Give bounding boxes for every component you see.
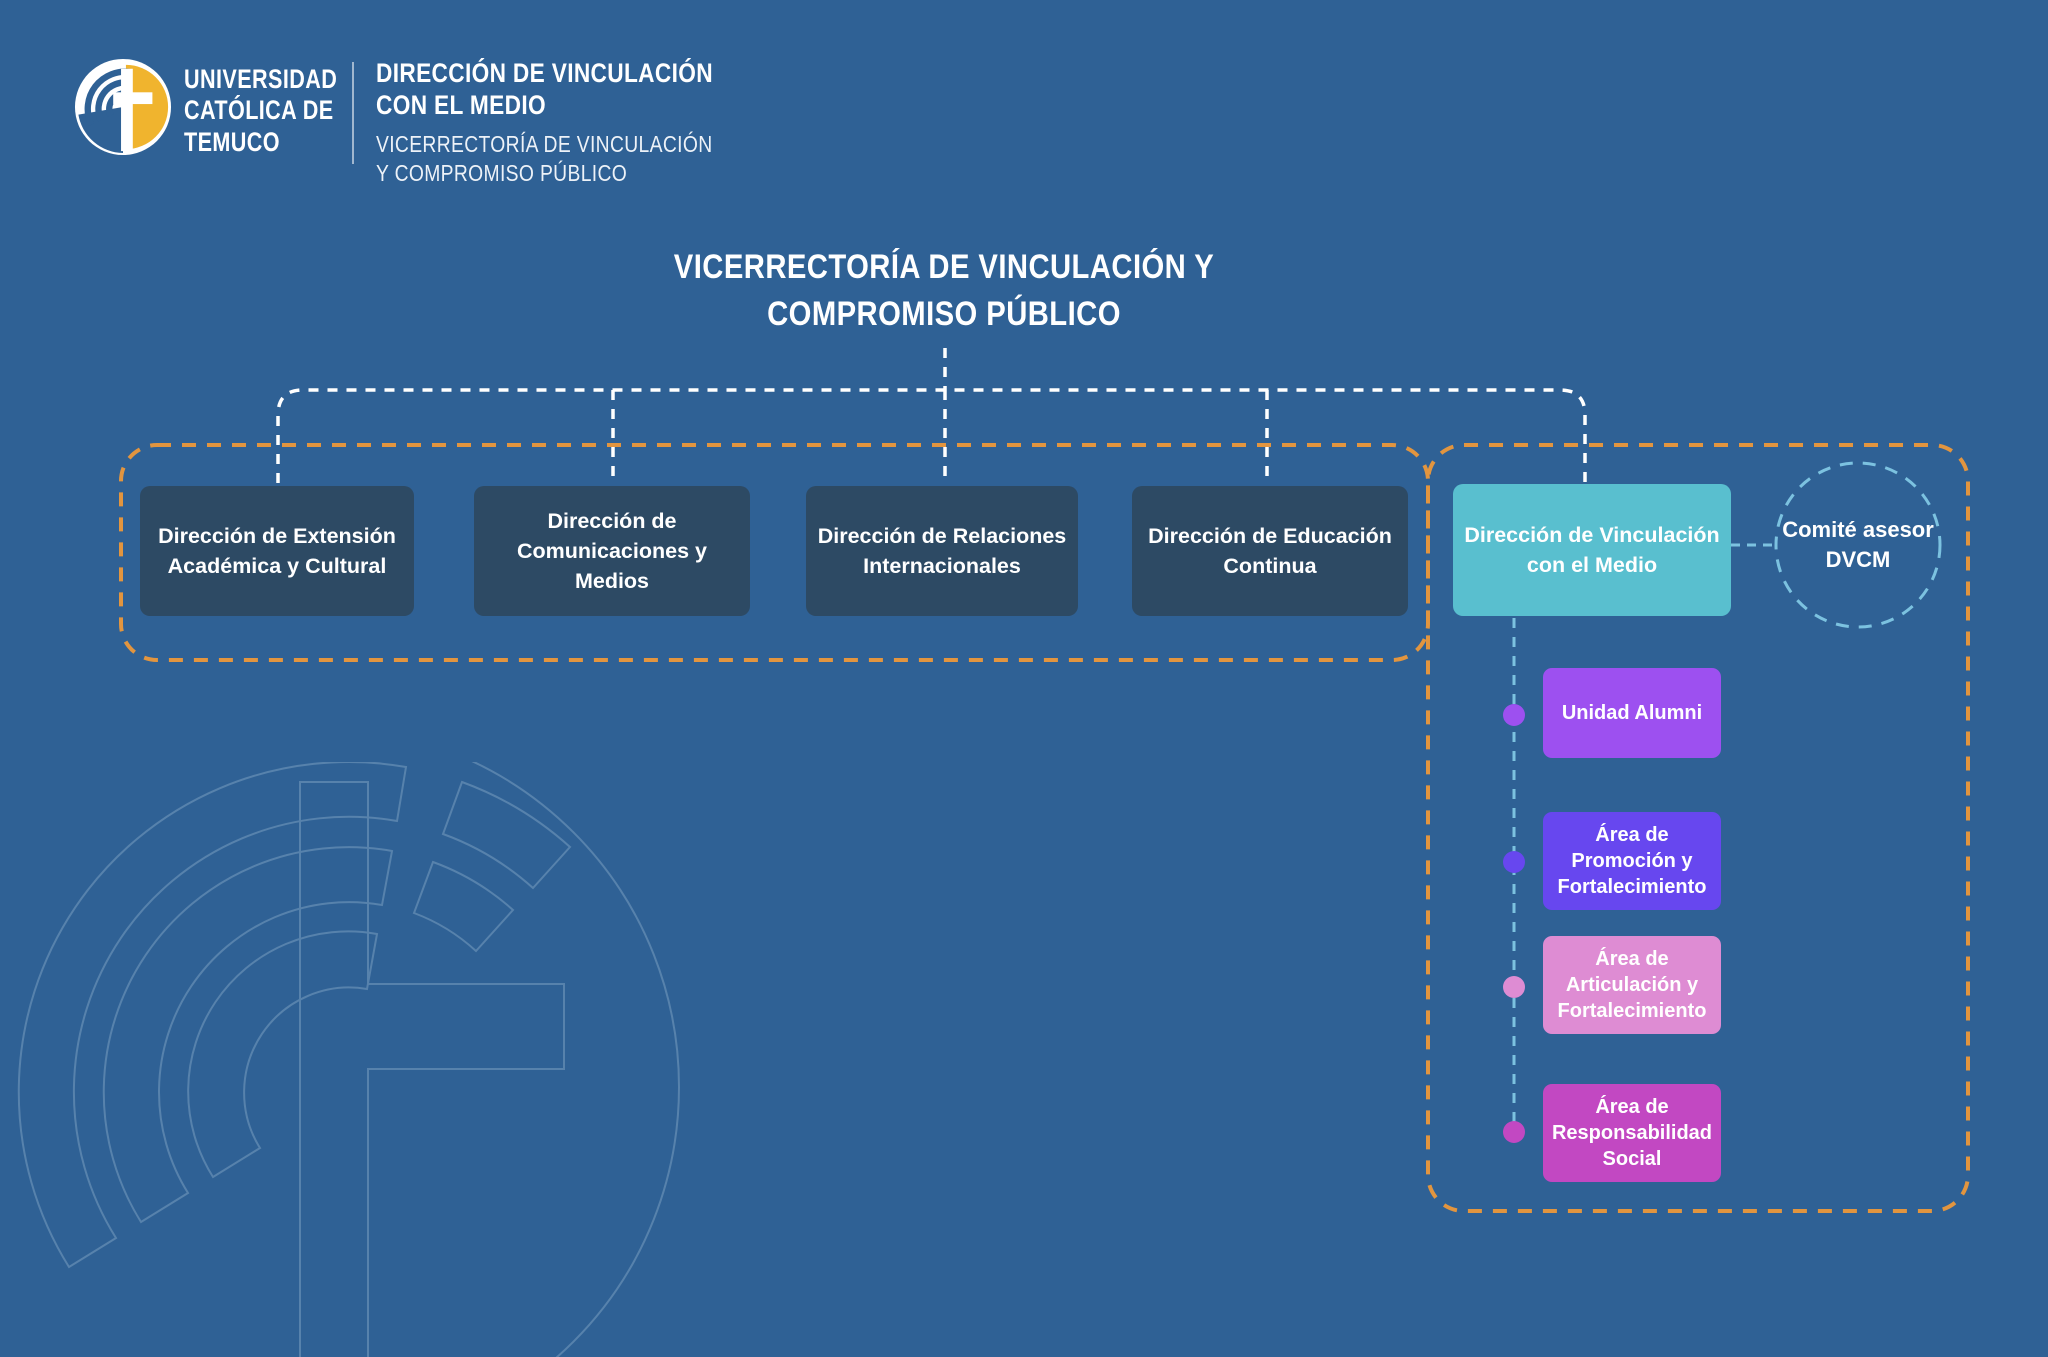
unit-dot-responsabilidad — [1503, 1121, 1525, 1143]
node-unidad-alumni: Unidad Alumni — [1543, 668, 1721, 758]
node-area-promocion: Área de Promoción y Fortalecimiento — [1543, 812, 1721, 910]
dvcm-group-outline — [1426, 443, 1970, 1213]
uct-logo-icon — [74, 58, 172, 156]
header-department-title: DIRECCIÓN DE VINCULACIÓN CON EL MEDIO — [376, 58, 713, 120]
unit-dot-alumni — [1503, 704, 1525, 726]
header-department-subtitle: VICERRECTORÍA DE VINCULACIÓN Y COMPROMIS… — [376, 130, 713, 186]
university-name: UNIVERSIDAD CATÓLICA DE TEMUCO — [184, 64, 338, 157]
node-direccion-relaciones: Dirección de Relaciones Internacionales — [806, 486, 1078, 616]
node-area-responsabilidad: Área de Responsabilidad Social — [1543, 1084, 1721, 1182]
node-direccion-comunicaciones: Dirección de Comunicaciones y Medios — [474, 486, 750, 616]
directions-group-outline — [119, 443, 1430, 662]
node-direccion-vinculacion: Dirección de Vinculación con el Medio — [1453, 484, 1731, 616]
advisory-circle-outline — [1774, 461, 1942, 629]
white-tree-connector — [276, 348, 1587, 483]
node-direccion-extension: Dirección de Extensión Académica y Cultu… — [140, 486, 414, 616]
node-direccion-educacion: Dirección de Educación Continua — [1132, 486, 1408, 616]
header-divider — [352, 62, 354, 164]
root-title: VICERRECTORÍA DE VINCULACIÓN Y COMPROMIS… — [673, 248, 1215, 333]
unit-dot-promocion — [1503, 851, 1525, 873]
node-comite-asesor: Comité asesor DVCM — [1782, 517, 1934, 572]
uct-logo-watermark — [17, 762, 680, 1357]
unit-dot-articulacion — [1503, 976, 1525, 998]
node-area-articulacion: Área de Articulación y Fortalecimiento — [1543, 936, 1721, 1034]
